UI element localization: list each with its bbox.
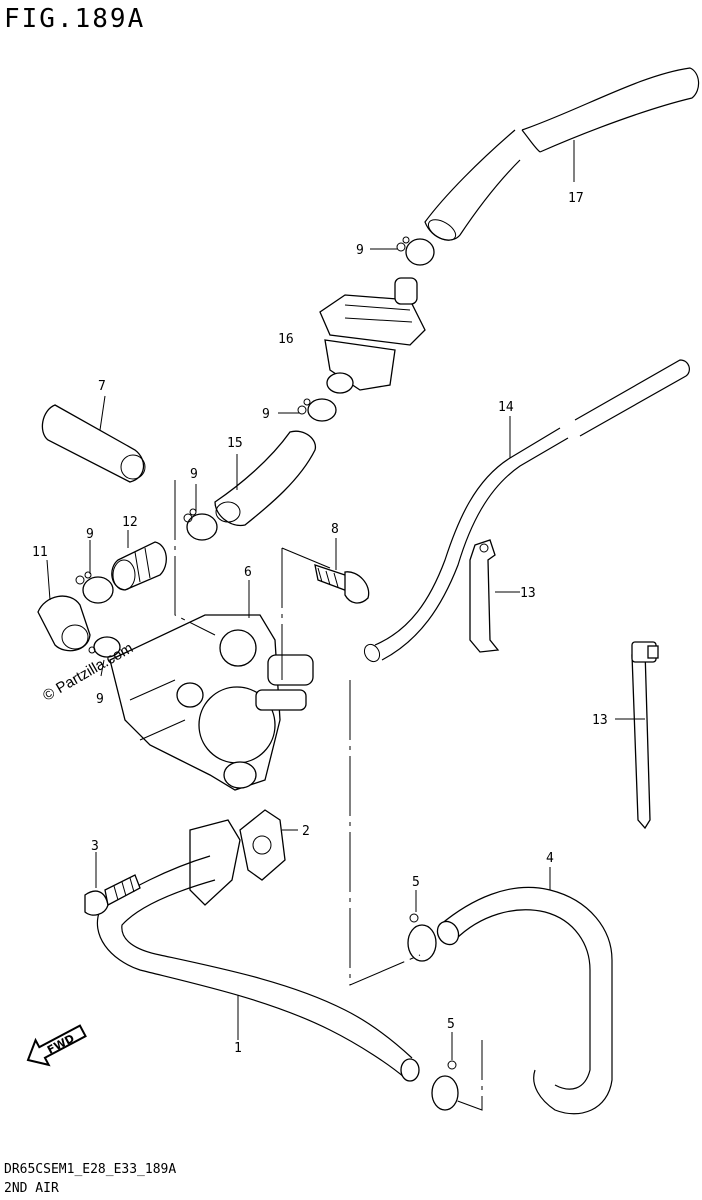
callout-7: 7 — [98, 379, 106, 394]
leader-lines — [46, 140, 645, 1060]
part-10-hose[interactable] — [37, 595, 91, 652]
part-6-control-valve[interactable] — [109, 614, 314, 791]
diagram-subtitle: 2ND AIR — [4, 1181, 59, 1196]
part-9-clamp-e[interactable] — [88, 636, 121, 658]
reference-lines — [174, 480, 483, 1111]
callout-14: 17 — [568, 191, 584, 206]
part-5-clamp-a[interactable] — [407, 913, 437, 962]
callout-2: 2 — [302, 824, 310, 839]
callout-9c: 9 — [190, 467, 198, 482]
part-9-clamp-d[interactable] — [75, 571, 114, 604]
callout-17: 13 — [592, 713, 608, 728]
part-17-harness[interactable] — [631, 641, 659, 830]
callout-9a: 9 — [356, 243, 364, 258]
callout-9b: 9 — [262, 407, 270, 422]
callout-8: 8 — [331, 522, 339, 537]
callout-15: 14 — [498, 400, 514, 415]
callout-5a: 5 — [412, 875, 420, 890]
callout-3: 3 — [91, 839, 99, 854]
part-13-reed-valve[interactable] — [319, 277, 426, 394]
part-8-bolt[interactable] — [314, 564, 370, 604]
callout-9e: 9 — [96, 692, 104, 707]
callout-4: 4 — [546, 851, 554, 866]
callout-10: 11 — [32, 545, 48, 560]
part-7-hose[interactable] — [41, 404, 146, 483]
diagram-code: DR65CSEM1_E28_E33_189A — [4, 1162, 177, 1177]
callout-11: 12 — [122, 515, 138, 530]
callout-13: 16 — [278, 332, 294, 347]
figure-title: FIG.189A — [4, 4, 146, 34]
part-12-hose[interactable] — [214, 430, 317, 527]
part-2-gasket[interactable] — [239, 809, 286, 881]
callout-6: 6 — [244, 565, 252, 580]
part-4-hose[interactable] — [433, 886, 613, 1115]
callout-12: 15 — [227, 436, 243, 451]
part-3-bolt[interactable] — [84, 874, 141, 916]
part-9-clamp-b[interactable] — [297, 398, 337, 422]
callout-1: 1 — [234, 1041, 242, 1056]
part-5-clamp-b[interactable] — [431, 1060, 459, 1111]
part-11-pipe[interactable] — [111, 541, 167, 591]
part-9-clamp-a[interactable] — [396, 236, 435, 266]
part-16-bracket[interactable] — [469, 539, 500, 653]
part-15-hose[interactable] — [361, 359, 690, 664]
callout-5b: 5 — [447, 1017, 455, 1032]
callout-16: 13 — [520, 586, 536, 601]
callout-9d: 9 — [86, 527, 94, 542]
callout-labels: 17 9 16 9 15 7 9 12 9 11 6 8 14 13 13 9 … — [32, 191, 608, 1056]
part-9-clamp-c[interactable] — [183, 508, 218, 541]
part-14-hose[interactable] — [424, 67, 700, 244]
fwd-arrow-badge: FWD — [26, 1024, 87, 1067]
